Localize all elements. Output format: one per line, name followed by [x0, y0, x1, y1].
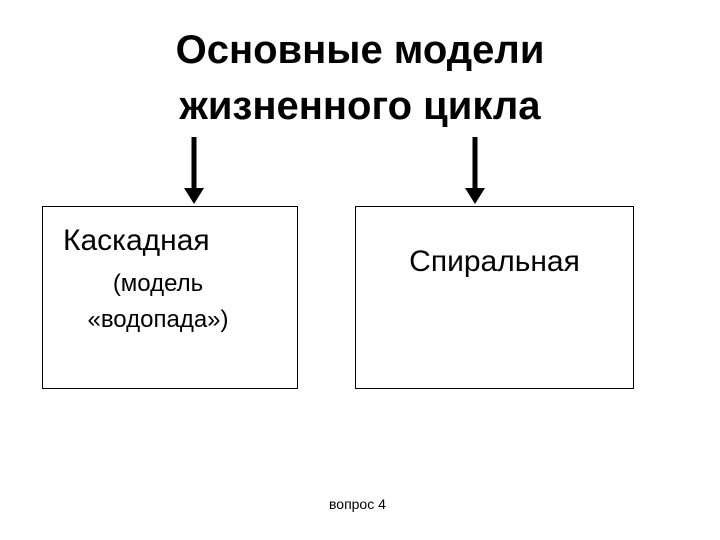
- arrow-right: [465, 137, 485, 204]
- title-line-1: Основные модели: [175, 28, 545, 72]
- arrow-left: [184, 137, 204, 204]
- spiral-model-title: Спиральная: [409, 245, 580, 278]
- title-line-2: жизненного цикла: [179, 84, 541, 128]
- waterfall-model-subtitle-line-2: «водопада»): [87, 306, 229, 333]
- waterfall-model-title: Каскадная: [63, 224, 210, 257]
- arrow-left-head: [184, 188, 204, 204]
- waterfall-model-box: Каскадная (модель «водопада»): [42, 206, 298, 389]
- diagram-title: Основные модели жизненного цикла: [0, 22, 720, 134]
- spiral-model-box: Спиральная: [355, 206, 634, 389]
- waterfall-model-subtitle-line-1: (модель: [112, 270, 204, 297]
- arrow-right-head: [465, 188, 485, 204]
- slide-footer-note: вопрос 4: [329, 496, 386, 512]
